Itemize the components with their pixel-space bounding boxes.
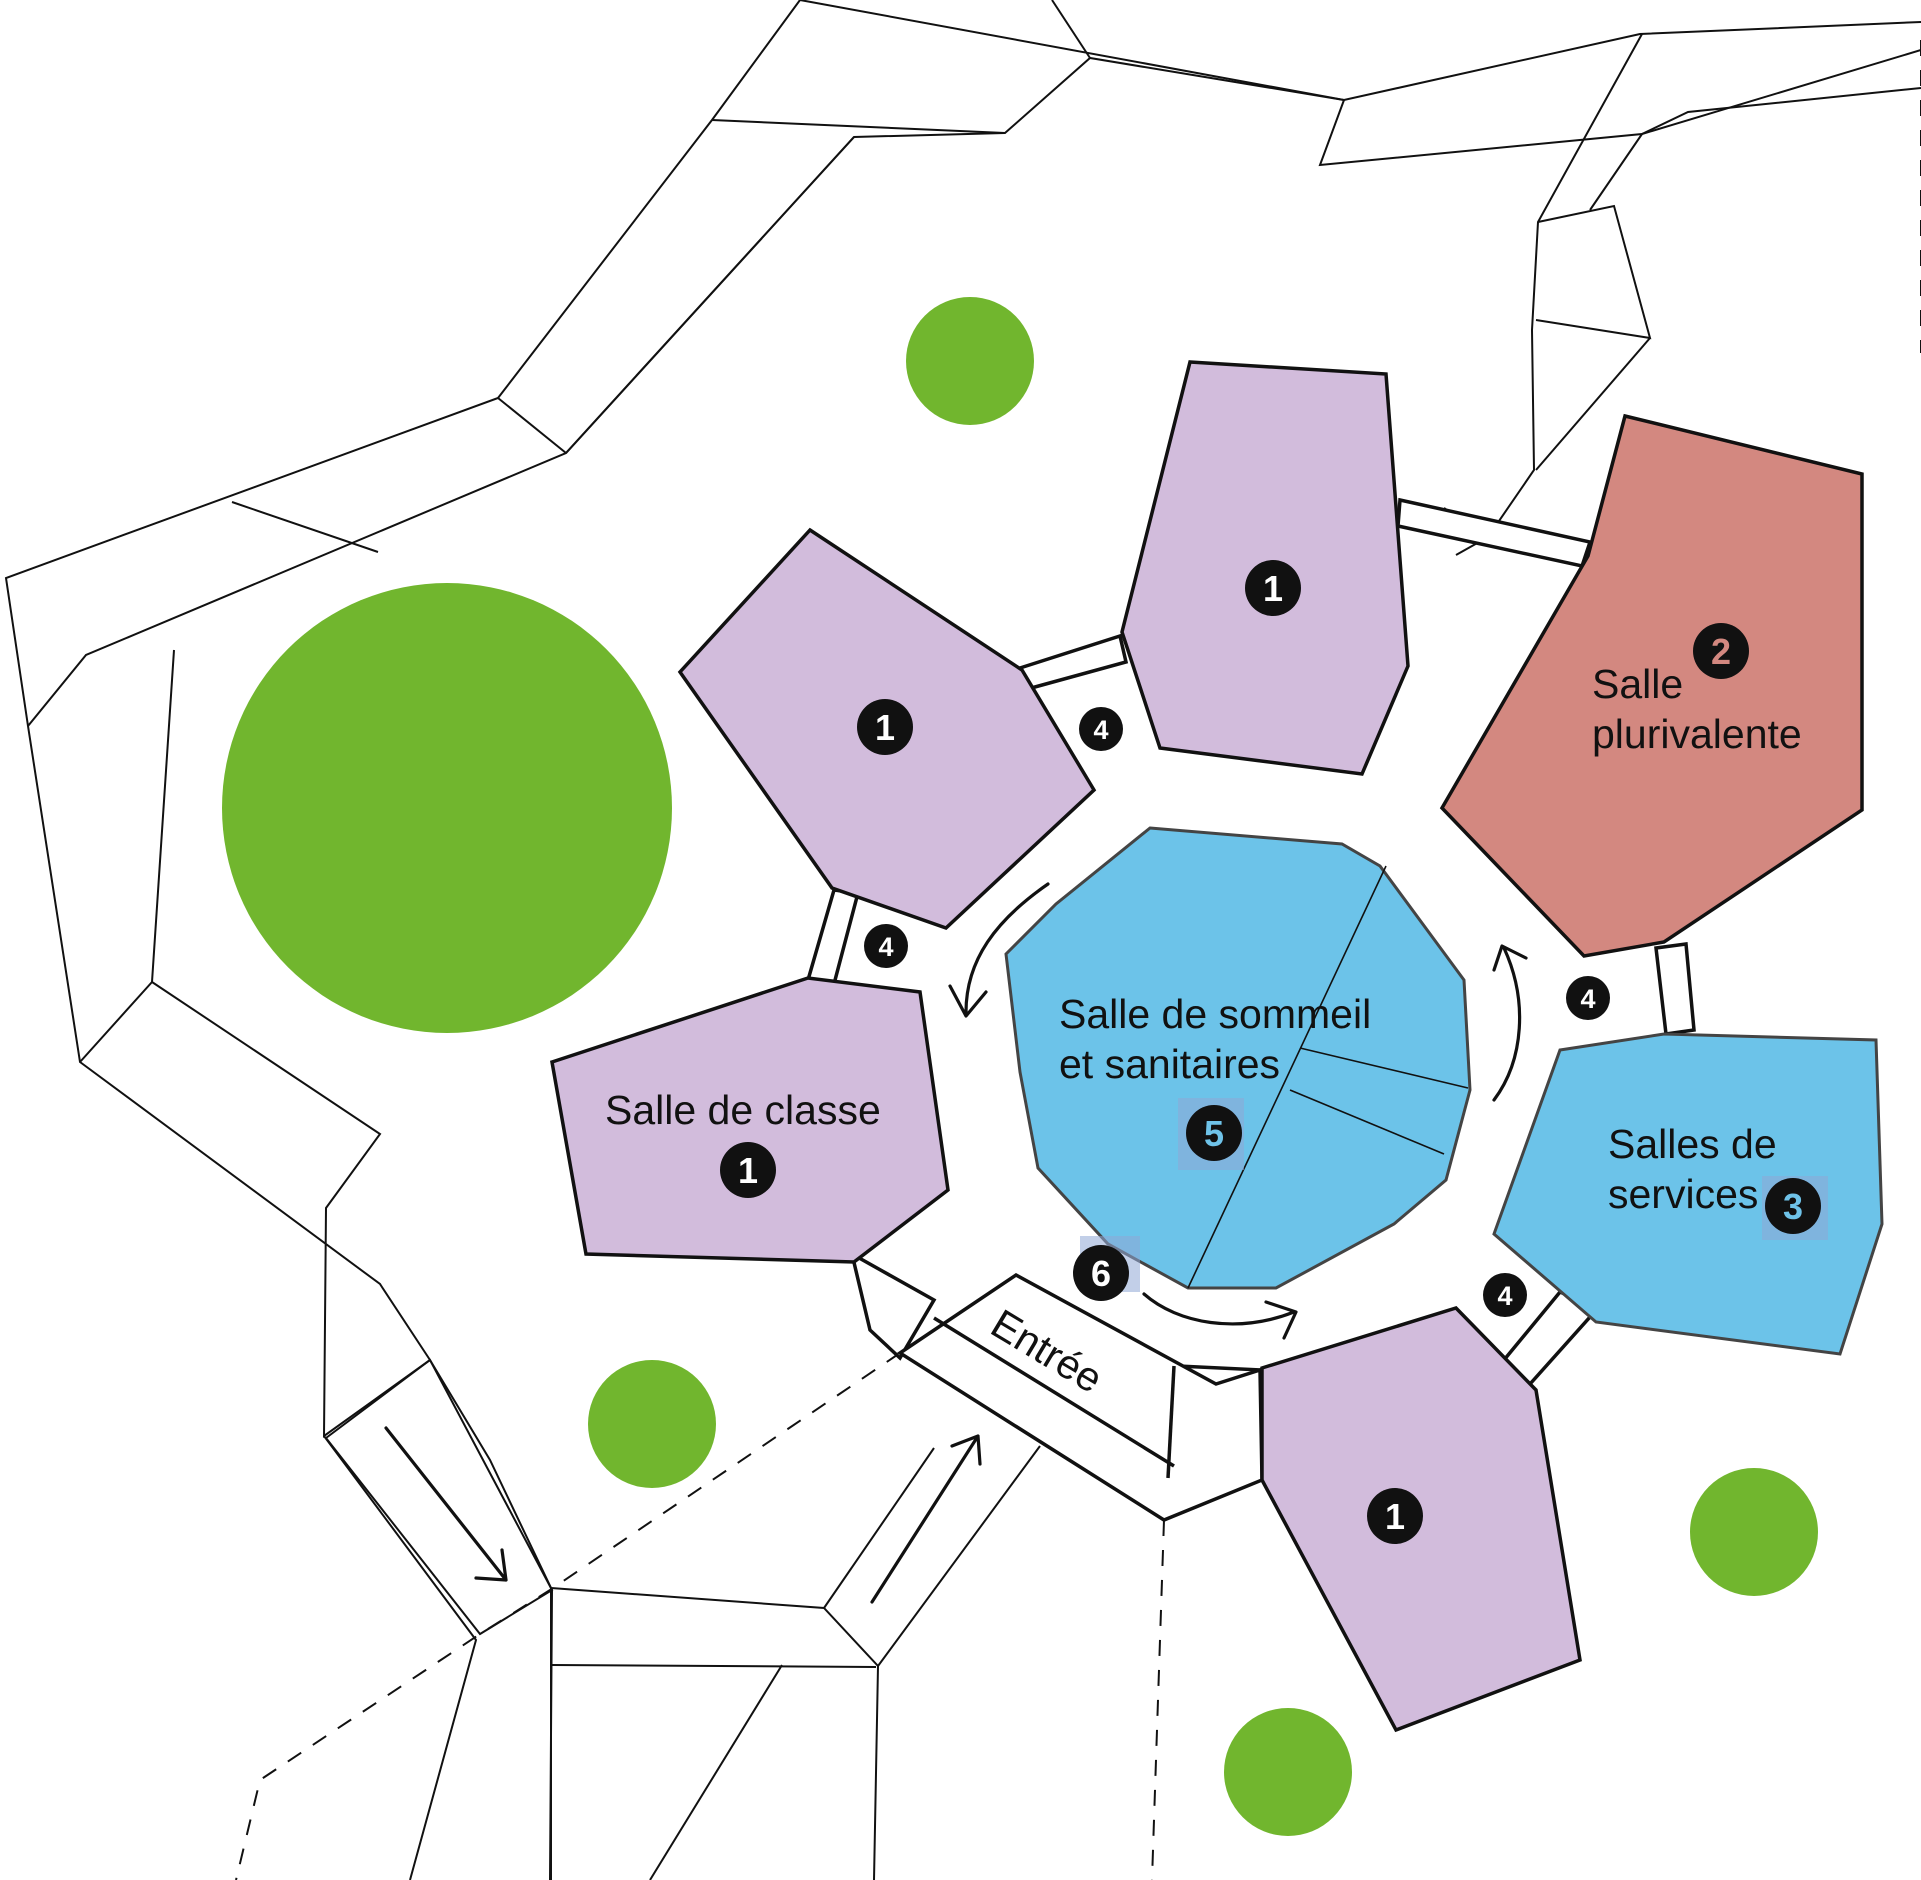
classroom-top: 1 xyxy=(1120,360,1410,776)
tree xyxy=(1224,1708,1352,1836)
tree-large xyxy=(222,583,672,1033)
classroom-bottom: 1 xyxy=(1260,1306,1582,1733)
sleep-room-label-line1: Salle de sommeil xyxy=(1059,991,1371,1037)
classroom-label: Salle de classe xyxy=(605,1087,881,1133)
trees xyxy=(222,297,1818,1836)
sleep-room: Salle de sommeil et sanitaires 5 xyxy=(1004,826,1472,1290)
curved-arrow-right-icon xyxy=(1492,944,1528,1102)
walkway-left xyxy=(324,1358,982,1636)
marker-1: 1 xyxy=(875,707,895,748)
service-rooms: Salles de services 3 xyxy=(1492,1032,1884,1356)
arrow-up-right-icon xyxy=(870,1434,982,1604)
marker-1: 1 xyxy=(1263,568,1283,609)
multipurpose-hall: Salle plurivalente 2 xyxy=(1439,413,1864,958)
marker-5: 5 xyxy=(1204,1113,1224,1154)
services-label-line1: Salles de xyxy=(1608,1121,1777,1167)
tree xyxy=(588,1360,716,1488)
entrance: Entrée xyxy=(896,1272,1264,1522)
marker-4: 4 xyxy=(878,932,893,962)
marker-4: 4 xyxy=(1093,715,1108,745)
sleep-room-label-line2: et sanitaires xyxy=(1059,1041,1280,1087)
courtyard-circulation: 6 xyxy=(948,882,1528,1340)
classroom-upper-left: 1 xyxy=(677,527,1097,931)
terrain-lines xyxy=(4,0,1921,1880)
marker-1: 1 xyxy=(738,1150,758,1191)
marker-1: 1 xyxy=(1385,1496,1405,1537)
classroom-left: Salle de classe 1 xyxy=(550,976,950,1264)
marker-2: 2 xyxy=(1711,631,1731,672)
multipurpose-label-line2: plurivalente xyxy=(1592,711,1802,757)
marker-3: 3 xyxy=(1783,1186,1803,1227)
curved-arrow-bottom-icon xyxy=(1142,1292,1298,1340)
multipurpose-label-line1: Salle xyxy=(1592,661,1683,707)
arrow-down-right-icon xyxy=(384,1426,508,1582)
marker-6: 6 xyxy=(1091,1253,1111,1294)
corridor-markers: 4 4 4 4 xyxy=(864,707,1610,1317)
tree xyxy=(906,297,1034,425)
tree xyxy=(1690,1468,1818,1596)
dashed-paths xyxy=(235,40,1921,1880)
marker-4: 4 xyxy=(1497,1281,1512,1311)
services-label-line2: services xyxy=(1608,1171,1758,1217)
marker-4: 4 xyxy=(1580,984,1595,1014)
curved-arrow-left-icon xyxy=(948,882,1050,1018)
